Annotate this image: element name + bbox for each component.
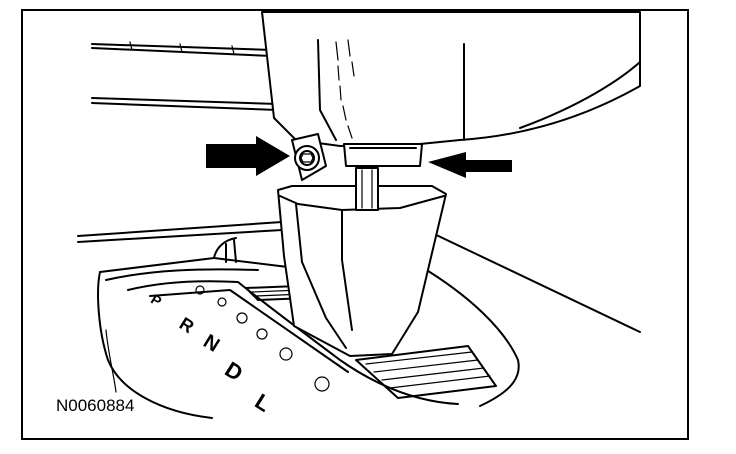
shift-knob — [261, 11, 641, 147]
set-screw — [291, 133, 327, 181]
arrow-right — [428, 152, 512, 178]
knob-collar — [343, 143, 423, 167]
gear-indicator-dots — [195, 285, 330, 392]
console-bezel — [97, 237, 520, 419]
gear-letters: P R N D L — [148, 291, 275, 417]
gear-letter-n: N — [199, 330, 223, 356]
gear-letter-p: P — [148, 291, 164, 310]
gear-letter-d: D — [221, 357, 248, 387]
leader-line — [105, 329, 117, 393]
shifter-boot — [277, 185, 447, 357]
console-rear-edge — [77, 221, 641, 333]
figure-border — [21, 9, 689, 440]
arrow-left — [206, 136, 290, 176]
figure-reference-number: N0060884 — [56, 396, 134, 415]
gear-letter-r: R — [176, 313, 198, 337]
gear-letter-l: L — [251, 389, 276, 417]
dashboard-trim — [91, 41, 279, 111]
shift-lever-shaft — [355, 167, 379, 211]
